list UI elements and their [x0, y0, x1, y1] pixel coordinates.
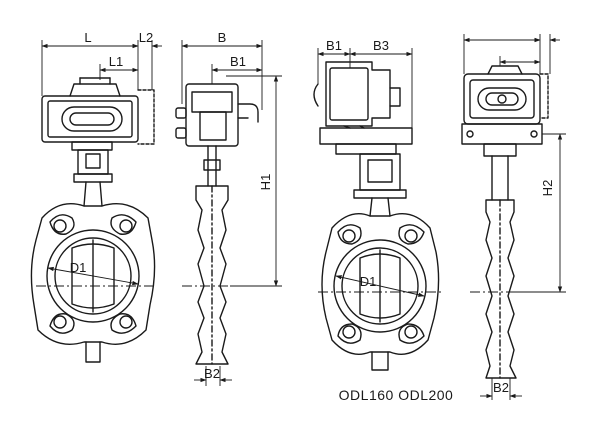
label-b: B [218, 30, 227, 45]
model-caption: ODL160 ODL200 [339, 387, 454, 403]
label-l1: L1 [109, 54, 123, 69]
centerlines [36, 285, 562, 293]
label-l2: L2 [139, 30, 153, 45]
label-b1-view2: B1 [230, 54, 246, 69]
model-side-view [461, 65, 549, 379]
label-h2: H2 [540, 180, 555, 197]
front-view [30, 77, 156, 363]
label-b2-view2: B2 [204, 366, 220, 381]
dimension-lines [41, 34, 566, 400]
label-h1: H1 [258, 174, 273, 191]
label-d1-view1: D1 [70, 260, 87, 275]
label-b1-view3: B1 [326, 38, 342, 53]
model-front-view [313, 61, 440, 371]
side-view [175, 83, 259, 365]
label-d1-view3: D1 [360, 274, 377, 289]
label-l: L [84, 30, 91, 45]
label-b3: B3 [373, 38, 389, 53]
label-b2-view4: B2 [493, 380, 509, 395]
dimension-labels: L L1 L2 D1 B B1 H1 B2 B1 B3 D1 H2 B2 ODL… [70, 30, 555, 403]
